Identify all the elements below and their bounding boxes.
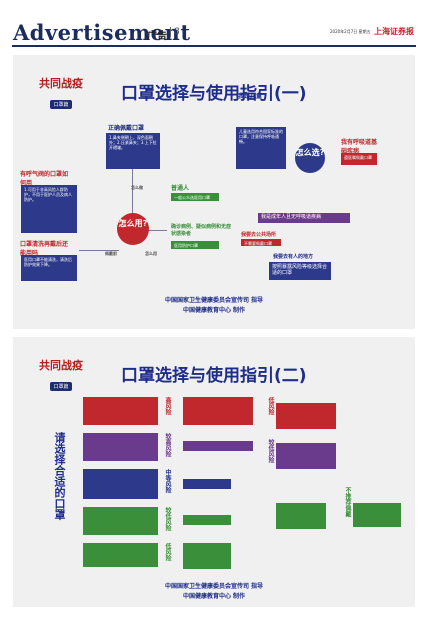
correct-wear-title: 正确佩戴口罩	[108, 125, 145, 132]
campaign-logo: 共同战疫 口罩篇	[33, 75, 89, 110]
right-row-text	[276, 503, 326, 529]
footer-producer: 中国健康教育中心 制作	[182, 593, 246, 600]
right-row-text	[276, 443, 336, 469]
newspaper-name: 上海证券报	[374, 26, 414, 36]
not-recommended-label: 不推荐佩戴	[344, 487, 351, 517]
risk-level-label: 低风险	[164, 543, 171, 561]
risk-level-label: 中等风险	[164, 469, 171, 493]
edge-label: 怎么用	[145, 251, 157, 256]
respiratory-title: 我有呼吸道基础疾病	[341, 139, 378, 155]
dateline: 2020年2月7日 星期五	[330, 29, 371, 34]
advert-panel-1: 共同战疫 口罩篇 口罩选择与使用指引(一) 有呼气阀的口罩如何用 1.可用于非高…	[13, 55, 415, 329]
logo-badge: 口罩篇	[50, 100, 72, 109]
page-header: Advertisement 广告 8 2020年2月7日 星期五 上海证券报	[0, 0, 429, 47]
campaign-logo: 共同战疫 口罩篇	[33, 357, 89, 392]
right-row-text	[276, 403, 336, 429]
wash-mask-title: 口罩清洗再戴后还能用吗	[20, 241, 69, 257]
level-row-text	[183, 441, 253, 451]
risk-level-label: 较高风险	[164, 433, 171, 457]
public-place-label: 我要去公共场所	[241, 232, 277, 238]
general-public-text: 一般公众选医用口罩	[171, 193, 219, 201]
page-number: 8	[170, 27, 180, 37]
level-row-text	[183, 543, 231, 569]
section-label: 广告	[147, 31, 167, 42]
how-to-choose-circle: 怎么选?	[295, 143, 325, 173]
adult-healthy-label: 我是成年人且无呼吸道疾病	[258, 213, 350, 223]
level-row-text	[83, 469, 158, 499]
masthead: Advertisement	[13, 20, 191, 45]
risk-level-label: 高风险	[164, 397, 171, 415]
edge-label: 怎么做	[131, 185, 143, 190]
level-row-text	[183, 515, 231, 525]
panel-title: 口罩选择与使用指引(二)	[121, 366, 307, 386]
header-rule	[12, 45, 416, 47]
level-row-text	[83, 543, 158, 567]
valve-mask-title: 有呼气阀的口罩如何用	[20, 171, 69, 187]
edge-label: 佩戴前	[105, 251, 117, 256]
correct-wear-text: 1.鼻夹侧朝上，深色面朝外；2.压紧鼻夹；3.上下拉开褶皱。	[106, 133, 160, 169]
level-row-text	[83, 507, 158, 535]
level-row-text	[183, 479, 231, 489]
logo-text: 共同战疫	[39, 359, 83, 372]
right-risk-label: 低风险	[267, 397, 274, 415]
right-row-text	[353, 503, 401, 527]
footer-guidance: 中国国家卫生健康委员会宣传司 指导	[164, 583, 264, 590]
crowd-place-label: 我要去有人的地方	[273, 254, 314, 260]
kids-text: 儿童选用符合国家标准的口罩，注意保持呼吸通畅。	[236, 127, 286, 169]
general-public-label: 普通人	[171, 185, 190, 192]
logo-badge: 口罩篇	[50, 382, 72, 391]
respiratory-text: 遵医嘱佩戴口罩	[341, 153, 377, 165]
level-row-text	[83, 397, 158, 425]
advert-panel-2: 共同战疫 口罩篇 口罩选择与使用指引(二) 请选择合适的口罩 高风险 较高风险 …	[13, 337, 415, 607]
connector-line	[147, 230, 167, 231]
level-row-text	[83, 433, 158, 461]
logo-text: 共同战疫	[39, 77, 83, 90]
patient-text: 医用防护口罩	[171, 241, 219, 249]
connector-line	[132, 169, 133, 219]
wash-mask-text: 医用口罩不能清洗，清洗后防护效果下降。	[21, 255, 77, 281]
level-row-text	[183, 397, 253, 425]
connector-line	[79, 250, 119, 251]
panel-title: 口罩选择与使用指引(一)	[121, 84, 307, 104]
crowd-place-text: 按照暴露风险等级选择合适的口罩	[269, 262, 331, 280]
footer-guidance: 中国国家卫生健康委员会宣传司 指导	[164, 297, 264, 304]
kids-title: 我是儿童	[238, 93, 263, 100]
how-to-use-circle: 怎么用?	[117, 213, 149, 245]
right-risk-label: 较低风险	[267, 439, 274, 463]
choose-mask-title: 请选择合适的口罩	[53, 432, 66, 520]
footer-producer: 中国健康教育中心 制作	[182, 307, 246, 314]
patient-label: 确诊病例、疑似病例和无症状感染者	[171, 224, 232, 237]
valve-mask-text: 1.可用于非高风险人群防护，不用于医护人员及病人防护。	[21, 185, 77, 233]
risk-level-label: 较低风险	[164, 507, 171, 531]
public-place-text: 不需要佩戴口罩	[241, 239, 281, 246]
